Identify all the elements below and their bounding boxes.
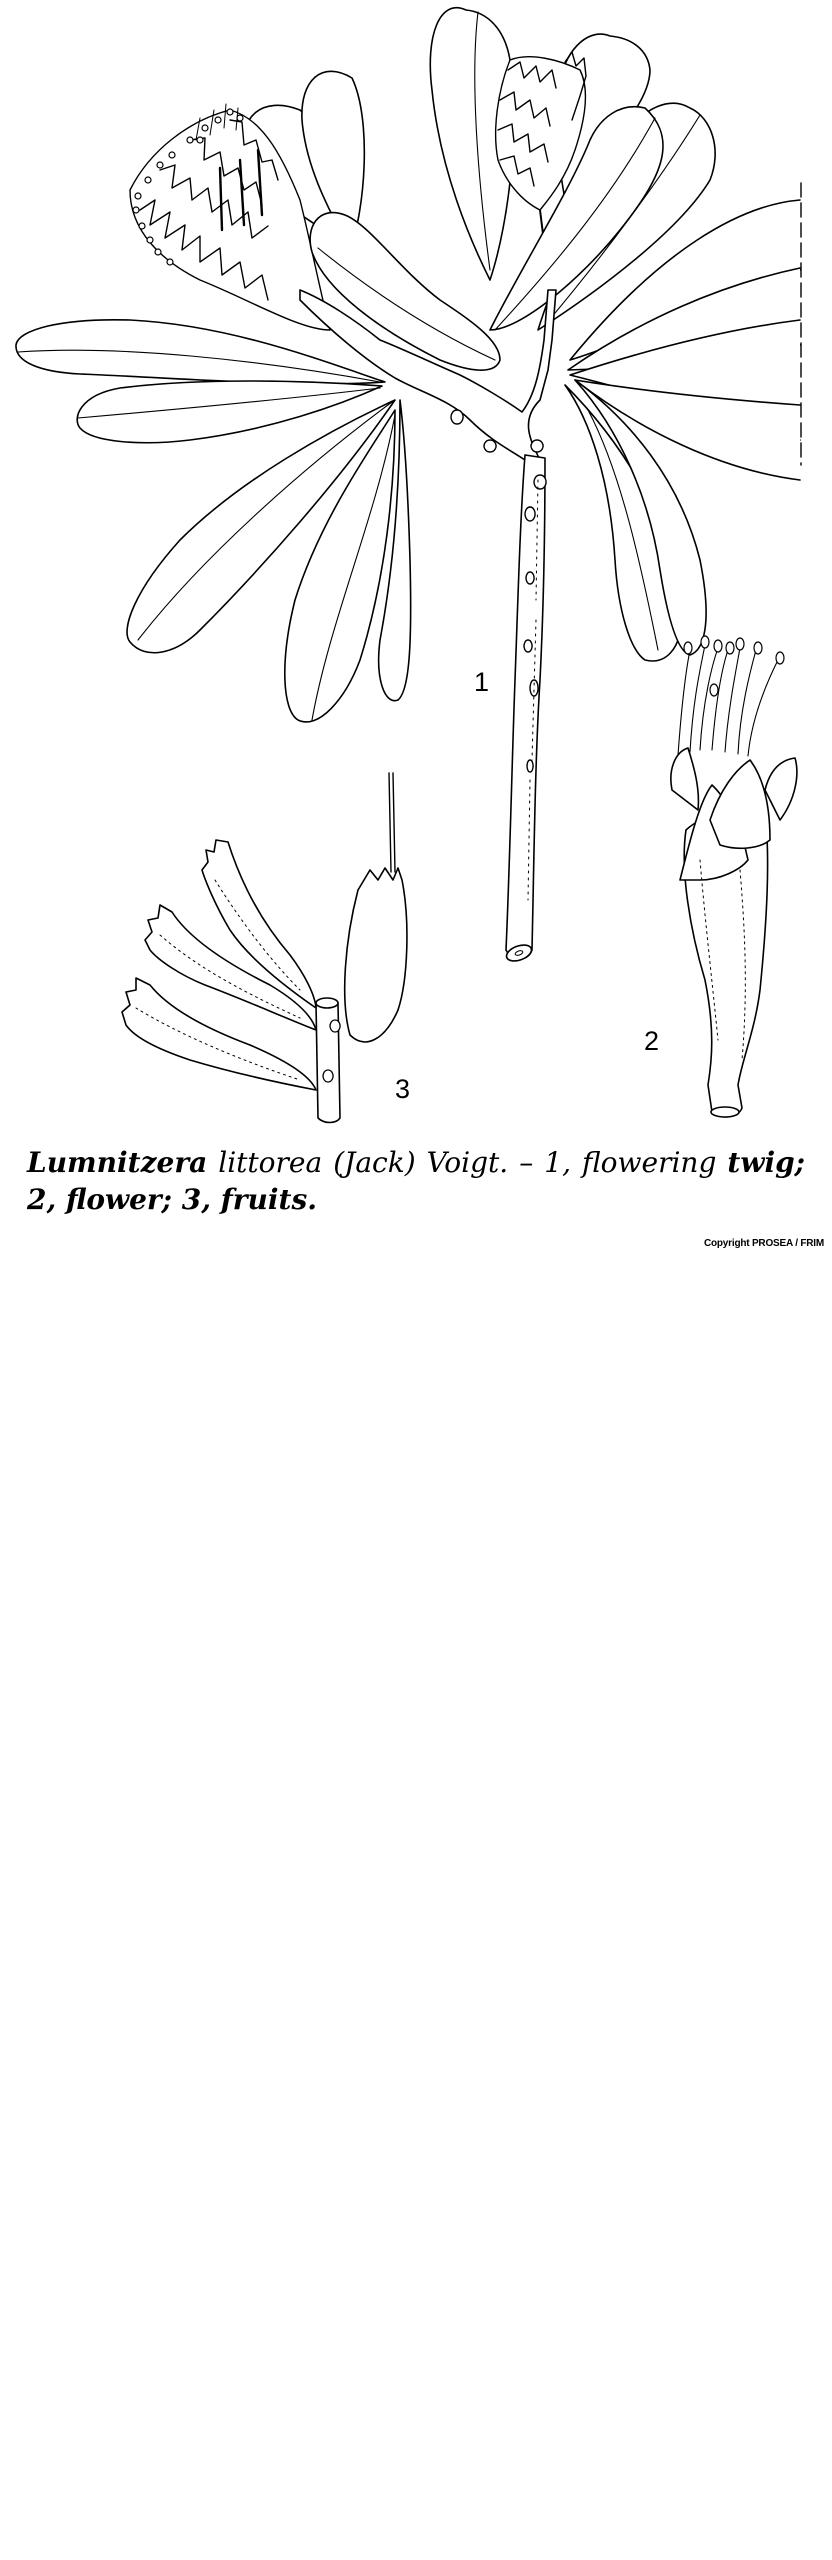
fruit (144, 904, 317, 1031)
leaf-scars (450, 409, 547, 773)
leaf (574, 379, 707, 656)
flower-detail (670, 635, 798, 1118)
branch (299, 289, 557, 461)
leaf (301, 70, 366, 251)
fruits-detail (121, 772, 408, 1124)
figure-label-3: 3 (395, 1074, 411, 1104)
leaf (377, 399, 412, 702)
botanical-illustration: 1 2 3 (0, 0, 832, 1130)
main-stem (505, 454, 546, 960)
leaf (429, 7, 515, 281)
figure-label-2: 2 (644, 1026, 660, 1056)
leaf (489, 105, 664, 331)
inflorescence-right (494, 51, 587, 251)
caption-line1-rest: littorea (Jack) Voigt. – 1, flowering (207, 1146, 717, 1179)
fruit-stalk (315, 1002, 341, 1124)
leaf (126, 399, 396, 654)
figure-label-1: 1 (474, 667, 490, 697)
fruit (201, 839, 317, 1009)
inflorescence-left (129, 103, 331, 331)
caption-genus: Lumnitzera (27, 1146, 208, 1179)
copyright-notice: Copyright PROSEA / FRIM (703, 1238, 824, 1249)
fruit (343, 867, 408, 1043)
flowering-twig (15, 7, 802, 962)
figure-caption: Lumnitzera littorea (Jack) Voigt. – 1, f… (27, 1144, 805, 1218)
leaf (284, 409, 396, 723)
fruit (121, 977, 317, 1091)
caption-line2: twig; 2, flower; 3, fruits. (27, 1146, 806, 1216)
leaf (309, 212, 501, 371)
plant-drawing (15, 7, 802, 1124)
